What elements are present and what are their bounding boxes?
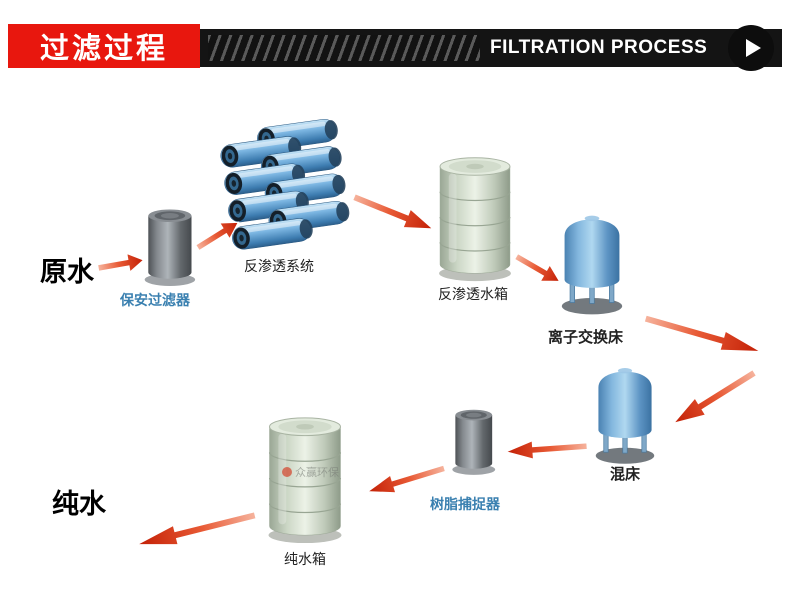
header-banner-bar: FILTRATION PROCESS — [200, 29, 782, 67]
resin-trap-illustration — [452, 409, 496, 475]
arrow-ion-to-corner-icon — [642, 313, 764, 353]
watermark-logo-icon — [282, 467, 292, 477]
security-filter-label: 保安过滤器 — [120, 292, 190, 308]
arrow-pure-to-output-icon — [133, 510, 258, 546]
arrow-ro-to-tank-icon — [351, 192, 436, 230]
pure-water-label: 纯水 — [52, 489, 106, 519]
arrow-corner-to-mixed-icon — [671, 368, 758, 425]
arrow-resin-to-pure-icon — [365, 464, 447, 494]
play-triangle-icon — [746, 39, 761, 57]
source-water-label: 原水 — [40, 257, 94, 287]
arrow-source-to-filter-icon — [97, 252, 145, 273]
security-filter-illustration — [144, 209, 196, 286]
ion-exchange-illustration — [561, 215, 623, 315]
watermark-text: 众赢环保 — [295, 467, 339, 479]
ro-tank-label: 反渗透水箱 — [438, 286, 508, 302]
ro-tank-illustration — [439, 157, 511, 282]
arrow-filter-to-ro-icon — [195, 221, 240, 252]
watermark-logo: 众赢环保 — [282, 464, 339, 480]
arrow-tank-to-ion-icon — [514, 252, 561, 283]
play-button-icon — [728, 25, 774, 71]
mixed-bed-illustration — [595, 368, 655, 464]
title-cn-banner: 过滤过程 — [8, 24, 200, 68]
ro-system-label: 反渗透系统 — [244, 258, 314, 274]
title-en: FILTRATION PROCESS — [490, 37, 708, 58]
diagonal-stripes-decoration — [208, 35, 480, 61]
pure-tank-label: 纯水箱 — [284, 551, 326, 567]
ro-system-illustration — [220, 118, 350, 250]
title-cn: 过滤过程 — [39, 33, 168, 65]
ion-exchange-label: 离子交换床 — [548, 329, 624, 346]
resin-trap-label: 树脂捕捉器 — [430, 496, 500, 512]
arrow-mixed-to-resin-icon — [503, 439, 589, 461]
pure-tank-illustration — [268, 417, 342, 544]
mixed-bed-label: 混床 — [610, 466, 641, 483]
